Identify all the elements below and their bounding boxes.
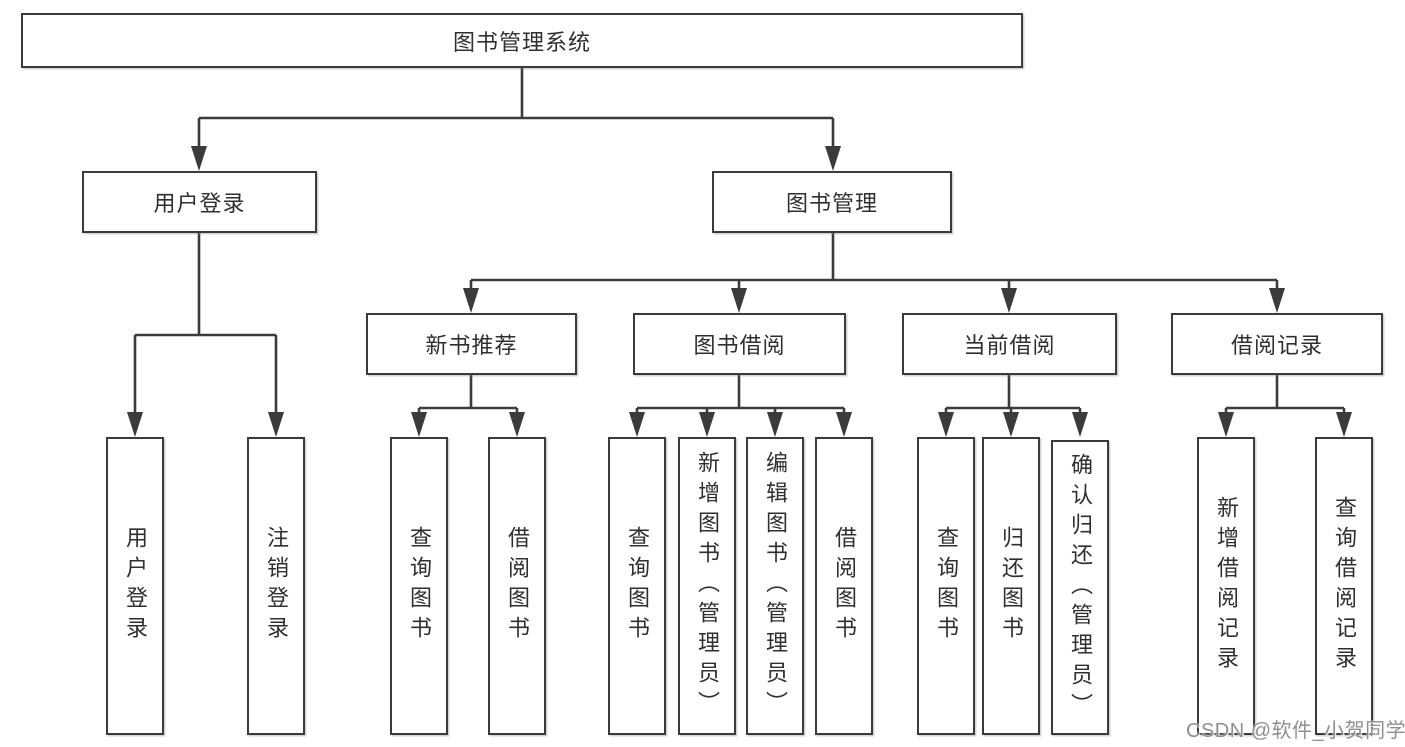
connector-book-borrow-to-leaves: [629, 375, 852, 437]
leaf-add-books-admin: 新增图书（管理员）: [678, 437, 736, 735]
node-label: 编辑图书（管理员）: [763, 451, 788, 721]
arrow-down-icon: [629, 412, 645, 437]
node-label: 当前借阅: [963, 333, 1056, 358]
connector-root-to-level2: [191, 68, 841, 171]
node-label: 用户登录: [153, 191, 246, 216]
leaf-query-borrow-record: 查询借阅记录: [1315, 437, 1373, 735]
arrow-down-icon: [699, 412, 715, 437]
connector-book-mgmt-to-level3: [463, 233, 1285, 313]
arrow-down-icon: [191, 146, 207, 171]
leaf-user-login: 用户登录: [106, 437, 164, 735]
node-user-login: 用户登录: [82, 171, 317, 233]
node-label: 新增借阅记录: [1214, 496, 1239, 676]
arrow-down-icon: [731, 288, 747, 313]
node-label: 图书管理: [785, 191, 878, 216]
leaf-query-books-1: 查询图书: [390, 437, 448, 735]
leaf-borrow-books-1: 借阅图书: [488, 437, 546, 735]
node-book-borrow: 图书借阅: [633, 313, 846, 375]
node-label: 新增图书（管理员）: [695, 451, 720, 721]
arrow-down-icon: [1072, 412, 1088, 437]
node-library-system: 图书管理系统: [21, 13, 1023, 68]
leaf-logout: 注销登录: [247, 437, 305, 735]
arrow-down-icon: [463, 288, 479, 313]
arrow-down-icon: [1003, 412, 1019, 437]
node-label: 确认归还（管理员）: [1068, 452, 1093, 723]
node-label: 查询图书: [407, 526, 432, 646]
arrow-down-icon: [825, 146, 841, 171]
node-current-borrow: 当前借阅: [902, 313, 1117, 375]
arrow-down-icon: [1218, 412, 1234, 437]
node-label: 图书管理系统: [452, 29, 591, 55]
node-label: 用户登录: [123, 526, 148, 646]
arrow-down-icon: [268, 412, 284, 437]
connector-current-borrow-to-leaves: [938, 375, 1088, 437]
arrow-down-icon: [127, 412, 143, 437]
leaf-add-borrow-record: 新增借阅记录: [1197, 437, 1255, 735]
arrow-down-icon: [836, 412, 852, 437]
node-label: 归还图书: [999, 526, 1024, 646]
connector-borrow-record-to-leaves: [1218, 375, 1352, 437]
arrow-down-icon: [767, 412, 783, 437]
leaf-query-books-3: 查询图书: [917, 437, 975, 735]
node-label: 查询借阅记录: [1332, 496, 1357, 676]
connector-user-login-to-leaves: [127, 233, 284, 437]
leaf-return-books: 归还图书: [982, 437, 1040, 735]
watermark: CSDN @软件_小贺同学: [1186, 720, 1405, 742]
node-label: 借阅图书: [505, 526, 530, 646]
node-label: 查询图书: [625, 526, 650, 646]
node-label: 借阅记录: [1230, 333, 1323, 358]
leaf-query-books-2: 查询图书: [608, 437, 666, 735]
node-book-management: 图书管理: [712, 171, 952, 233]
node-new-book-recommend: 新书推荐: [366, 313, 577, 375]
arrow-down-icon: [1001, 288, 1017, 313]
leaf-confirm-return-admin: 确认归还（管理员）: [1051, 440, 1109, 735]
arrow-down-icon: [411, 412, 427, 437]
node-label: 借阅图书: [832, 526, 857, 646]
node-borrow-record: 借阅记录: [1171, 313, 1383, 375]
arrow-down-icon: [1269, 288, 1285, 313]
arrow-down-icon: [509, 412, 525, 437]
leaf-edit-books-admin: 编辑图书（管理员）: [746, 437, 804, 735]
arrow-down-icon: [1336, 412, 1352, 437]
leaf-borrow-books-2: 借阅图书: [815, 437, 873, 735]
node-label: 查询图书: [934, 526, 959, 646]
connector-new-book-to-leaves: [411, 375, 525, 437]
node-label: 新书推荐: [425, 333, 518, 358]
node-label: 注销登录: [264, 526, 289, 646]
node-label: 图书借阅: [693, 333, 786, 358]
arrow-down-icon: [938, 412, 954, 437]
